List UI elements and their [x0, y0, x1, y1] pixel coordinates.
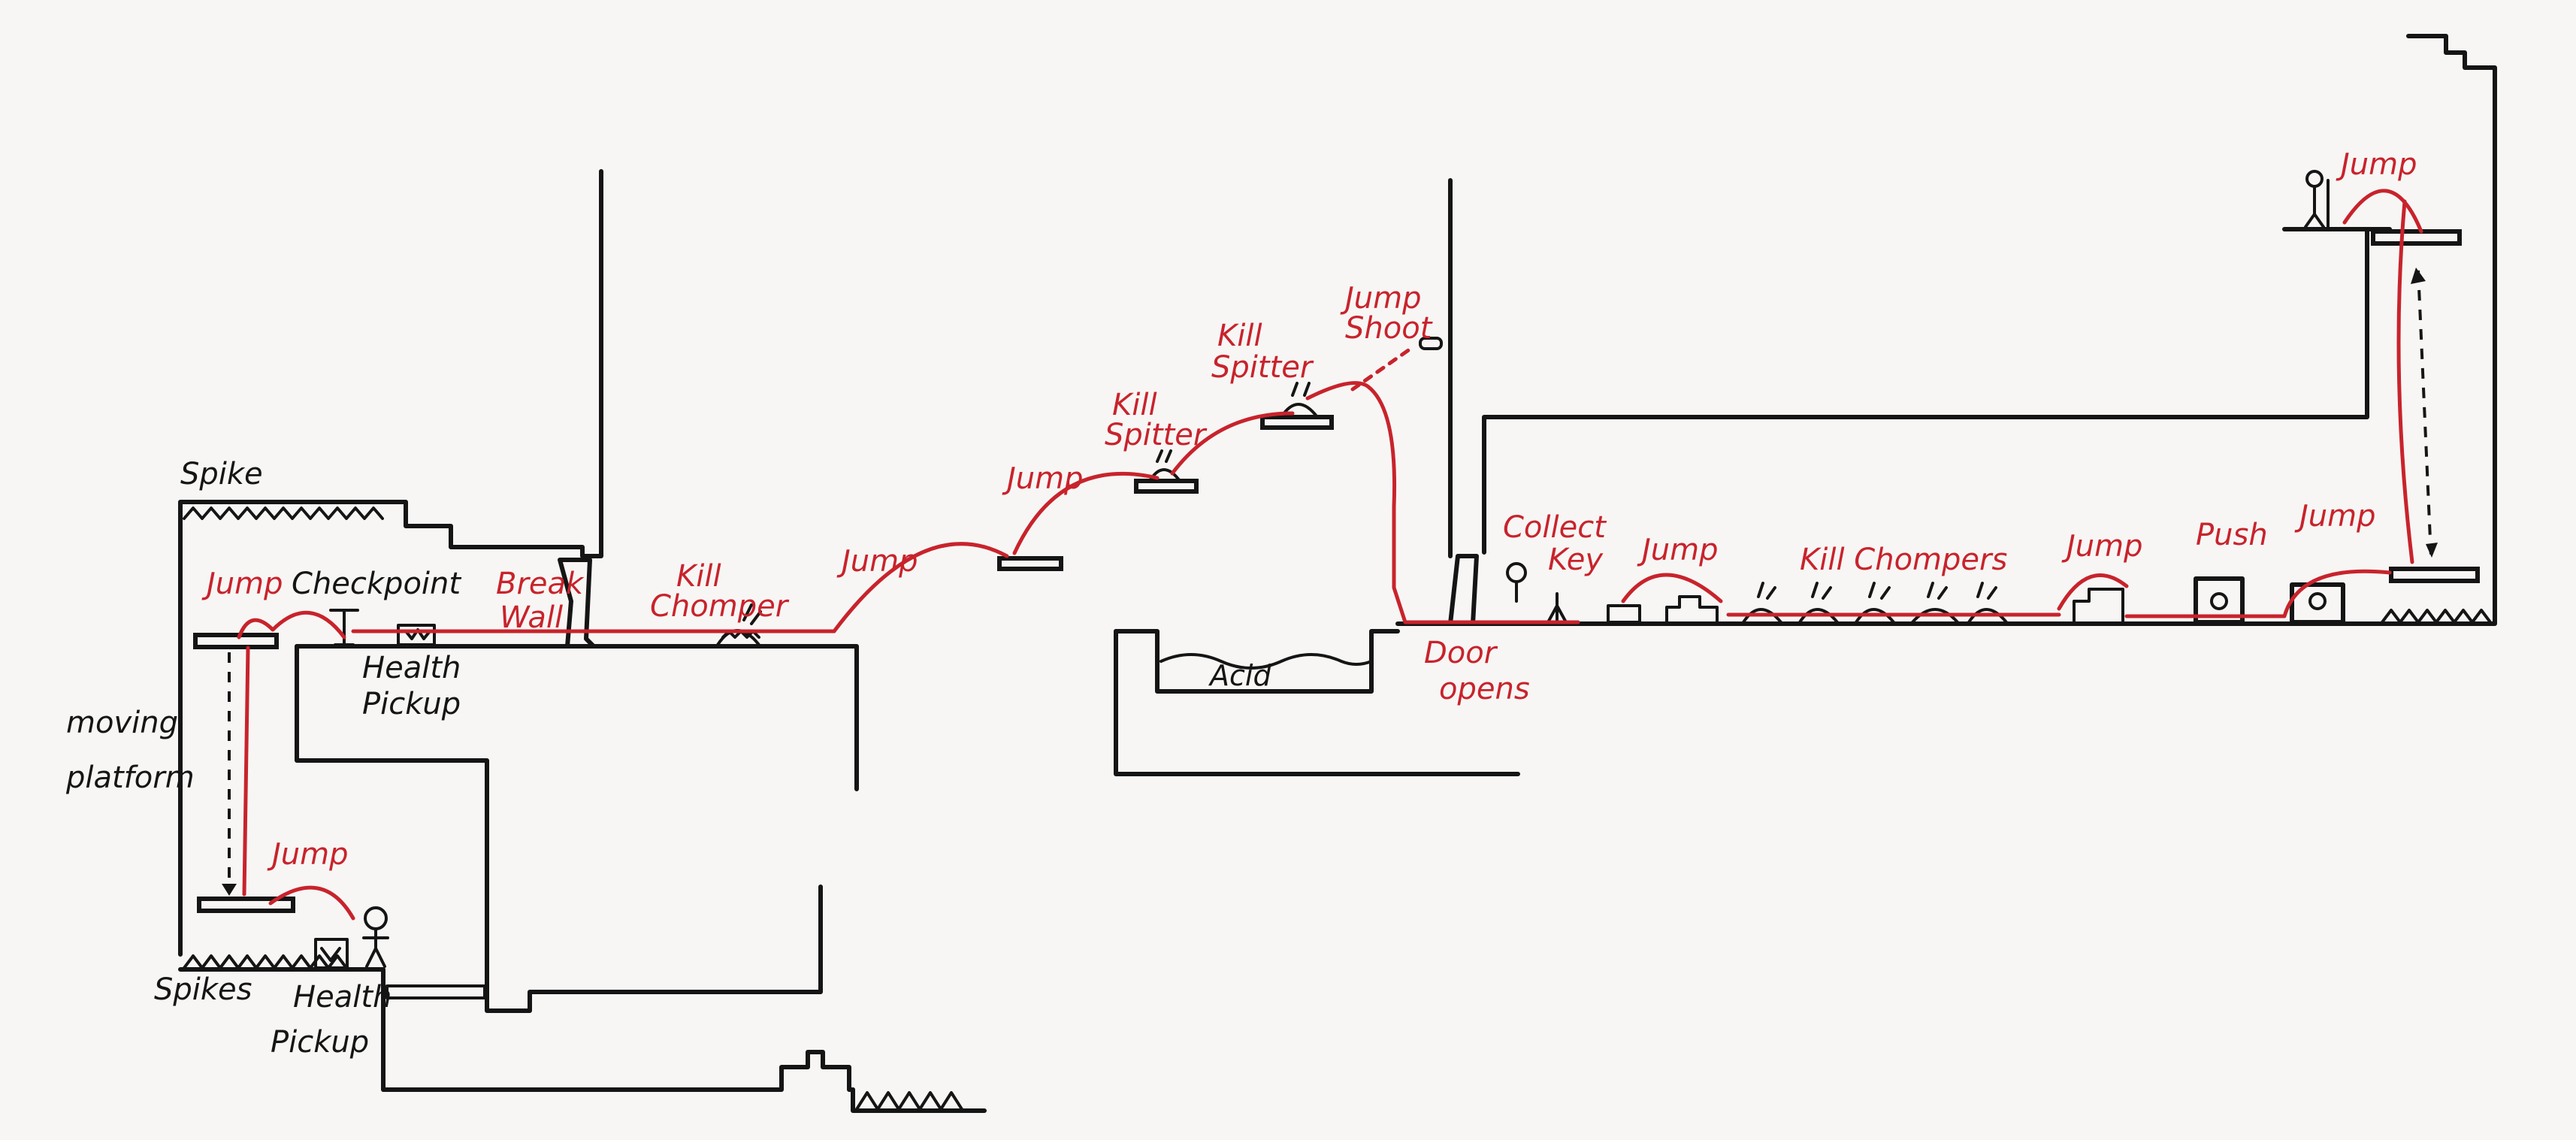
label-acid: Acid [1208, 659, 1271, 692]
label-kill-spitter-b-2: Spitter [1211, 350, 1314, 385]
label-kill-chompers: Kill Chompers [1800, 543, 2007, 577]
label-wall: Wall [500, 600, 563, 635]
label-kill-spitter-b-1: Kill [1217, 319, 1262, 353]
label-jump-1: Jump [836, 544, 918, 579]
label-jump-left-top: Jump [201, 567, 283, 601]
grate [387, 986, 485, 998]
label-jump-2: Jump [1002, 461, 1084, 496]
label-moving: moving [66, 706, 178, 740]
label-opens: opens [1439, 672, 1530, 706]
label-kill-chomper-2: Chomper [650, 589, 790, 624]
label-break: Break [496, 567, 585, 601]
label-key: Key [1548, 543, 1604, 577]
label-push: Push [2196, 518, 2268, 552]
label-platform: platform [65, 761, 195, 795]
label-jump-left-low: Jump [267, 837, 349, 872]
label-health-pickup-bottom-1: Health [293, 980, 392, 1015]
label-checkpoint: Checkpoint [292, 567, 461, 601]
label-jump-5: Jump [2294, 499, 2376, 534]
label-health-pickup-bottom-2: Pickup [271, 1025, 369, 1060]
label-kill-spitter-a-2: Spitter [1105, 418, 1208, 452]
label-health-pickup-top-2: Pickup [362, 687, 461, 721]
label-jump-shoot-2: Shoot [1345, 311, 1433, 346]
top-spike-row [184, 508, 382, 519]
label-jump-top-right: Jump [2336, 147, 2417, 182]
label-spike: Spike [180, 457, 263, 491]
far-bottom-spike-row [857, 1093, 962, 1109]
player-start-figure [364, 908, 388, 966]
label-jump-3: Jump [1637, 533, 1719, 567]
label-spikes: Spikes [154, 972, 252, 1007]
label-health-pickup-top-1: Health [362, 651, 461, 685]
bottom-spike-row [184, 956, 346, 968]
label-door: Door [1424, 636, 1498, 670]
left-tower-walls [180, 171, 984, 1111]
health-pickup-top [398, 625, 434, 645]
label-collect: Collect [1503, 510, 1607, 545]
label-jump-4: Jump [2061, 529, 2143, 564]
